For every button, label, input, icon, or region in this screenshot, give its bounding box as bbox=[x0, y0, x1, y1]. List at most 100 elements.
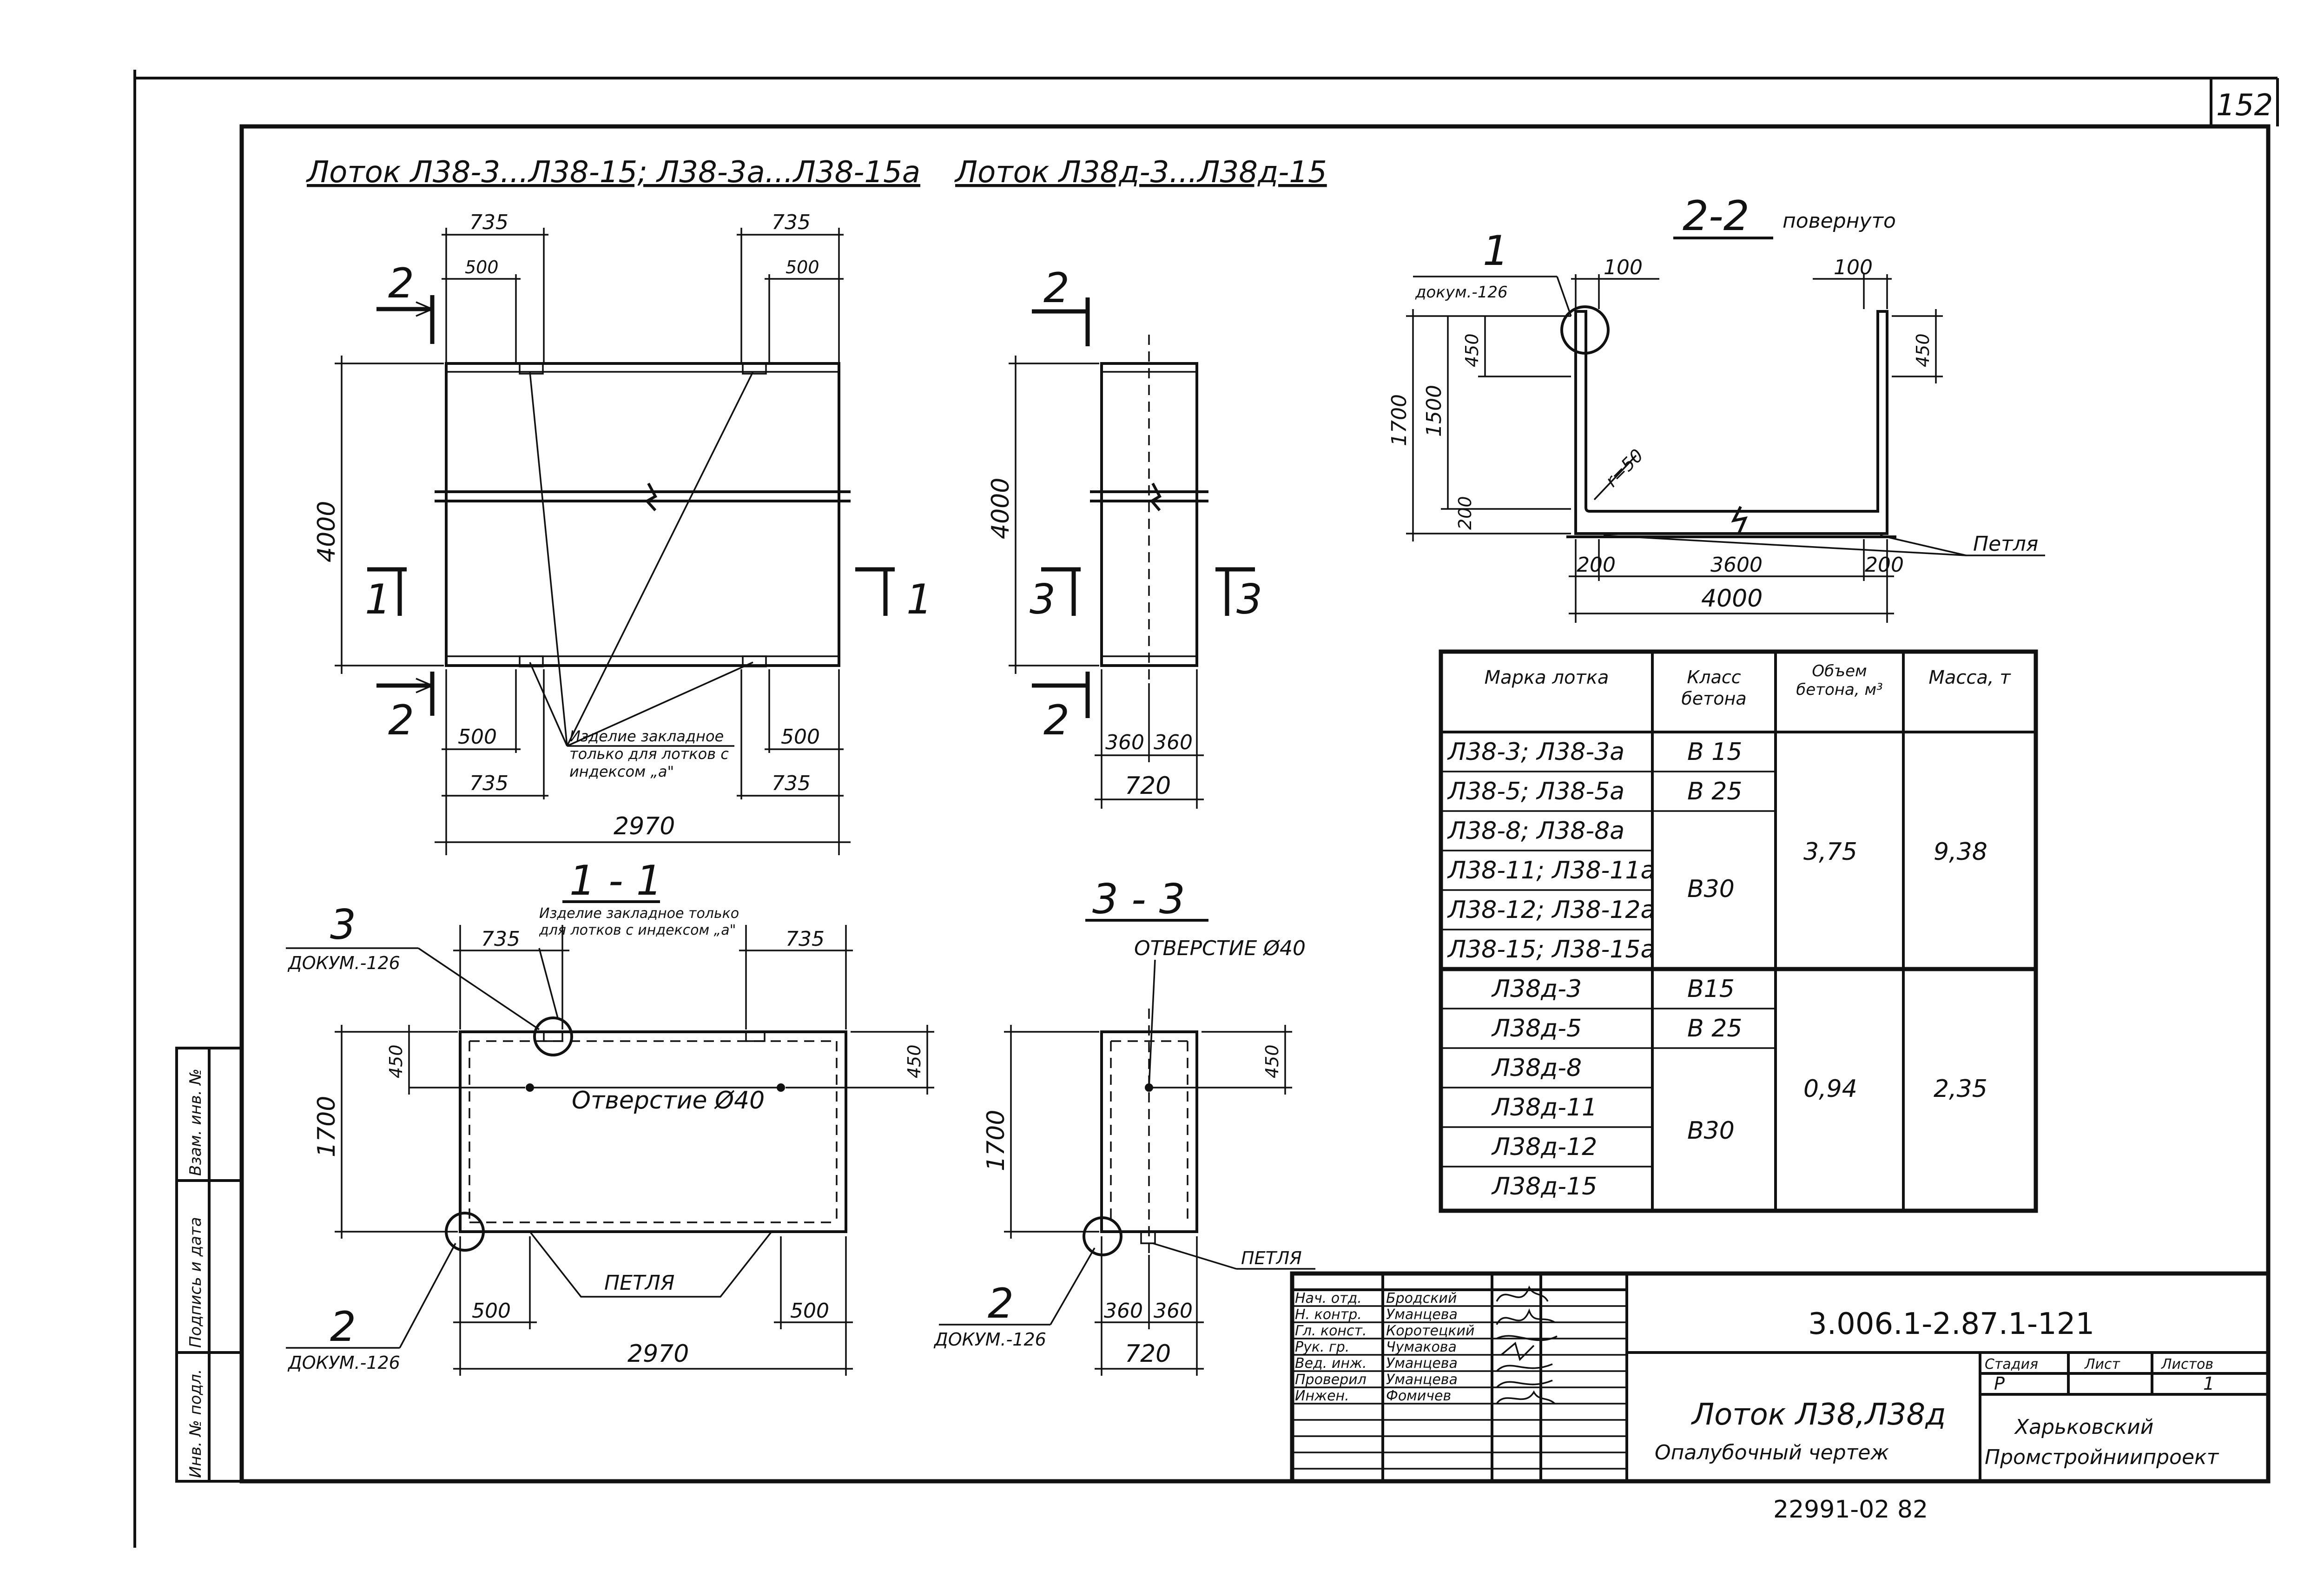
row-mark-6: Л38-15; Л38-15а bbox=[1447, 936, 1655, 963]
group2-volume: 0,94 bbox=[1803, 1075, 1857, 1103]
role-7: Инжен. bbox=[1295, 1388, 1349, 1404]
dim-735-11-right: 735 bbox=[786, 927, 825, 951]
node-marker-3-11: 3 bbox=[330, 901, 356, 949]
section-2-2-note: повернуто bbox=[1783, 209, 1896, 233]
dim-500-bottom-right: 500 bbox=[781, 725, 820, 749]
section-1-1-label: 1 - 1 bbox=[569, 857, 662, 904]
section-1-1: 1 - 1 Отверстие Ø40 ПЕТЛЯ 735 735 1700 bbox=[286, 857, 934, 1376]
dim-360-right-d: 360 bbox=[1154, 731, 1193, 754]
row-mark-2: Л38-5; Л38-5а bbox=[1447, 778, 1624, 805]
role-6: Проверил bbox=[1295, 1372, 1367, 1388]
title-block: Нач. отд. Н. контр. Гл. конст. Рук. гр. … bbox=[1290, 1271, 2271, 1484]
role-4: Рук. гр. bbox=[1295, 1339, 1349, 1355]
dim-735-bottom-left: 735 bbox=[469, 772, 508, 795]
org-line-2: Промстройниипроект bbox=[1985, 1445, 2219, 1469]
row-class-2: В 25 bbox=[1687, 778, 1742, 805]
group2-class: В30 bbox=[1687, 1117, 1735, 1145]
th-mark: Марка лотка bbox=[1484, 667, 1609, 688]
th-class: Класс бетона bbox=[1681, 667, 1747, 709]
row-mark-10: Л38д-11 bbox=[1491, 1094, 1597, 1122]
sheet-header: Лист bbox=[2084, 1356, 2121, 1372]
row-mark-8: Л38д-5 bbox=[1491, 1015, 1582, 1043]
section-2-2-label: 2-2 bbox=[1683, 192, 1750, 240]
dim-450-11-right: 450 bbox=[904, 1044, 924, 1078]
cut-marker-2-top-left: 2 bbox=[388, 259, 414, 307]
footer-code: 22991-02 82 bbox=[1773, 1496, 1928, 1524]
loop-label-33: ПЕТЛЯ bbox=[1241, 1248, 1302, 1268]
row-mark-12: Л38д-15 bbox=[1491, 1173, 1597, 1201]
dim-500-11-right: 500 bbox=[790, 1299, 829, 1323]
row-mark-7: Л38д-3 bbox=[1491, 975, 1582, 1003]
name-4: Чумакова bbox=[1386, 1339, 1457, 1355]
sheets-value: 1 bbox=[2203, 1373, 2214, 1394]
stamp-replaces-inv: Взам. инв. № bbox=[186, 1069, 205, 1176]
dim-720-plan-d: 720 bbox=[1125, 772, 1171, 800]
doc-subtitle: Опалубочный чертеж bbox=[1655, 1441, 1889, 1465]
stage-header: Стадия bbox=[1985, 1356, 2038, 1372]
node-doc-ref-3-11: ДОКУМ.-126 bbox=[287, 953, 400, 973]
stamp-signature-date: Подпись и дата bbox=[186, 1217, 205, 1348]
dim-735-top-right: 735 bbox=[772, 211, 811, 234]
dim-100-right-sec22: 100 bbox=[1834, 256, 1873, 279]
name-6: Уманцева bbox=[1386, 1372, 1458, 1388]
row-mark-4: Л38-11; Л38-11а bbox=[1447, 857, 1655, 884]
dim-735-top-left: 735 bbox=[469, 211, 508, 234]
doc-code: 3.006.1-2.87.1-121 bbox=[1808, 1307, 2094, 1341]
dim-720-33: 720 bbox=[1125, 1340, 1171, 1368]
role-2: Н. контр. bbox=[1295, 1306, 1362, 1323]
loop-label-sec22: Петля bbox=[1973, 532, 2038, 556]
cut-marker-1-left: 1 bbox=[365, 575, 391, 623]
cut-marker-2-bottom-d: 2 bbox=[1043, 696, 1070, 744]
dim-200-bottom-right-sec22: 200 bbox=[1865, 553, 1904, 577]
dim-500-top-left: 500 bbox=[465, 257, 499, 277]
dim-3600-sec22: 3600 bbox=[1710, 553, 1763, 577]
group1-mass: 9,38 bbox=[1934, 838, 1987, 866]
row-mark-1: Л38-3; Л38-3а bbox=[1447, 738, 1624, 766]
cut-marker-2-bottom-left: 2 bbox=[388, 696, 414, 744]
name-7: Фомичев bbox=[1386, 1388, 1451, 1404]
cut-marker-2-top-d: 2 bbox=[1043, 264, 1070, 312]
dim-4000-sec22: 4000 bbox=[1701, 585, 1763, 613]
sheet-number: 152 bbox=[2216, 88, 2273, 123]
loop-label-11: ПЕТЛЯ bbox=[604, 1271, 674, 1295]
dim-450-33: 450 bbox=[1262, 1044, 1282, 1078]
dim-2970-11: 2970 bbox=[627, 1340, 689, 1368]
dim-450-left-sec22: 450 bbox=[1462, 333, 1482, 367]
role-5: Вед. инж. bbox=[1295, 1355, 1367, 1372]
dim-360-left-d: 360 bbox=[1105, 731, 1144, 754]
section-3-3: 3 - 3 ОТВЕРСТИЕ Ø40 1700 450 360 360 720… bbox=[933, 875, 1315, 1376]
dim-4000-plan: 4000 bbox=[313, 501, 341, 562]
dim-360-left-33: 360 bbox=[1104, 1299, 1143, 1323]
group1-class: В30 bbox=[1687, 875, 1735, 903]
cut-marker-3-right: 3 bbox=[1236, 575, 1262, 623]
plan-main-view: 735 500 735 500 500 500 735 735 2970 400… bbox=[313, 211, 932, 855]
hole-40-label-11: Отверстие Ø40 bbox=[572, 1087, 765, 1115]
dim-735-11-left: 735 bbox=[481, 927, 520, 951]
group2-mass: 2,35 bbox=[1934, 1075, 1987, 1103]
group1-volume: 3,75 bbox=[1803, 838, 1857, 866]
node-marker-2-11: 2 bbox=[330, 1303, 356, 1351]
dim-360-right-33: 360 bbox=[1154, 1299, 1193, 1323]
plan-d-title: Лоток Л38д-3...Л38д-15 bbox=[954, 155, 1327, 190]
node-marker-1: 1 bbox=[1483, 227, 1509, 275]
row-mark-3: Л38-8; Л38-8а bbox=[1447, 817, 1624, 845]
dim-2970-plan: 2970 bbox=[614, 812, 675, 840]
node-doc-ref-1: докум.-126 bbox=[1415, 283, 1508, 302]
row-class-8: В 25 bbox=[1687, 1015, 1742, 1043]
dim-1500-sec22: 1500 bbox=[1422, 385, 1446, 437]
stage-value: Р bbox=[1994, 1373, 2005, 1394]
name-2: Уманцева bbox=[1386, 1306, 1458, 1323]
role-3: Гл. конст. bbox=[1295, 1323, 1367, 1339]
row-mark-5: Л38-12; Л38-12а bbox=[1447, 896, 1655, 924]
dim-500-top-right: 500 bbox=[786, 257, 819, 277]
dim-4000-plan-d: 4000 bbox=[987, 478, 1015, 539]
doc-title: Лоток Л38,Л38д bbox=[1691, 1398, 1946, 1432]
sheet-frame bbox=[133, 70, 2279, 1548]
row-class-1: В 15 bbox=[1687, 738, 1742, 766]
hole-40-label-33: ОТВЕРСТИЕ Ø40 bbox=[1134, 937, 1306, 960]
row-mark-11: Л38д-12 bbox=[1491, 1133, 1597, 1161]
role-1: Нач. отд. bbox=[1295, 1290, 1362, 1306]
th-volume: Объем бетона, м³ bbox=[1796, 662, 1883, 699]
spec-table: Марка лотка Класс бетона Объем бетона, м… bbox=[1439, 649, 2038, 1213]
